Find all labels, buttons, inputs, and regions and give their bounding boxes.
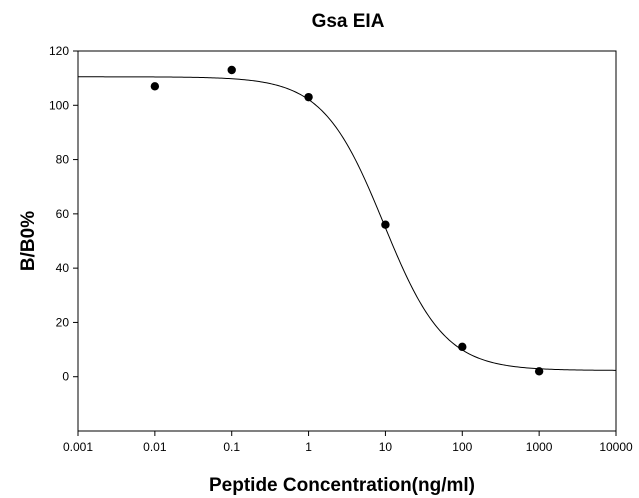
x-tick-label: 1000 xyxy=(526,440,553,454)
x-tick-label: 0.001 xyxy=(63,440,93,454)
data-point xyxy=(304,92,313,102)
y-tick-label: 60 xyxy=(56,207,70,221)
x-tick-label: 100 xyxy=(452,440,472,454)
y-axis-label: B/B0% xyxy=(18,211,39,271)
y-tick-label: 40 xyxy=(56,261,70,275)
x-axis-ticks: 0.001 0.01 0.1 1 10 100 1000 10000 xyxy=(63,431,633,454)
fit-curve xyxy=(78,76,617,371)
x-tick-label: 10000 xyxy=(599,440,633,454)
data-point xyxy=(458,342,467,352)
y-tick-label: 20 xyxy=(56,315,70,329)
x-tick-label: 10 xyxy=(379,440,393,454)
x-tick-label: 0.01 xyxy=(143,440,167,454)
y-tick-label: 80 xyxy=(56,153,70,167)
y-tick-label: 100 xyxy=(49,98,69,112)
data-point xyxy=(150,82,160,91)
data-point xyxy=(227,65,236,75)
plot-frame xyxy=(77,50,617,432)
y-tick-label: 120 xyxy=(49,44,69,58)
chart-title: Gsa EIA xyxy=(312,11,385,32)
y-tick-label: 0 xyxy=(62,370,69,384)
x-axis-label: Peptide Concentration(ng/ml) xyxy=(209,475,475,496)
data-point xyxy=(381,220,390,229)
data-point xyxy=(534,367,544,376)
y-axis-ticks: 0 20 40 60 80 100 120 xyxy=(49,44,78,384)
data-points xyxy=(150,65,544,376)
x-tick-label: 1 xyxy=(305,440,312,454)
x-tick-label: 0.1 xyxy=(223,440,240,454)
